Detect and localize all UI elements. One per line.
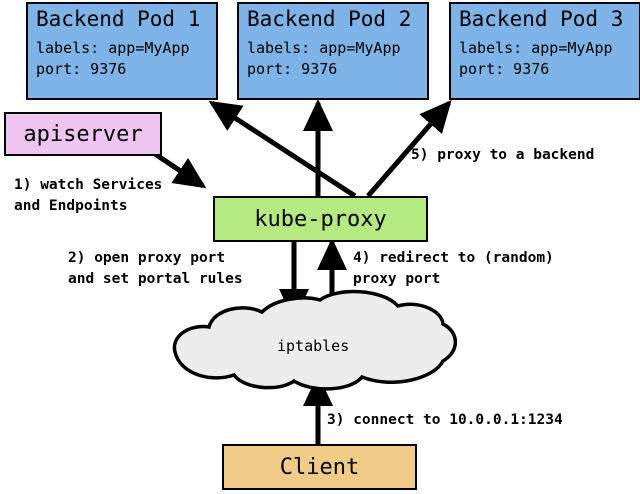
step-1-line-2: and Endpoints	[14, 198, 128, 214]
step-2-line-2: and set portal rules	[68, 271, 243, 287]
backend-pod-1[interactable]: Backend Pod 1 labels: app=MyApp port: 93…	[26, 2, 218, 100]
apiserver-label: apiserver	[23, 121, 143, 147]
step-1-line-1: 1) watch Services	[14, 177, 163, 193]
arrow-kubeproxy-to-pod-3	[366, 99, 452, 198]
arrow-kubeproxy-to-pod-1	[208, 100, 357, 199]
backend-pod-2-labels: labels: app=MyApp	[247, 39, 401, 57]
backend-pod-2-port: port: 9376	[247, 60, 338, 78]
step-4-line-2: proxy port	[353, 271, 441, 287]
backend-pod-3-labels: labels: app=MyApp	[459, 39, 613, 57]
client-node[interactable]: Client	[222, 444, 417, 490]
step-2-line-1: 2) open proxy port	[68, 250, 226, 266]
kube-proxy-label: kube-proxy	[254, 206, 387, 232]
step-4-line-1: 4) redirect to (random)	[353, 250, 554, 266]
step-3-line-1: 3) connect to 10.0.0.1:1234	[327, 412, 563, 428]
step-5-line-1: 5) proxy to a backend	[411, 147, 595, 163]
backend-pod-1-port: port: 9376	[36, 60, 127, 78]
iptables-label: iptables	[277, 337, 350, 355]
apiserver-node[interactable]: apiserver	[4, 112, 162, 156]
backend-pod-1-labels: labels: app=MyApp	[36, 39, 190, 57]
client-label: Client	[279, 454, 360, 480]
backend-pod-3-port: port: 9376	[459, 60, 550, 78]
iptables-cloud	[172, 289, 458, 391]
backend-pod-2-title: Backend Pod 2	[247, 7, 412, 31]
backend-pod-2[interactable]: Backend Pod 2 labels: app=MyApp port: 93…	[237, 2, 429, 100]
backend-pod-3[interactable]: Backend Pod 3 labels: app=MyApp port: 93…	[449, 2, 640, 100]
backend-pod-3-title: Backend Pod 3	[459, 7, 624, 31]
kube-proxy-node[interactable]: kube-proxy	[213, 196, 428, 242]
backend-pod-1-title: Backend Pod 1	[36, 7, 201, 31]
arrow-apiserver-to-kubeproxy	[150, 149, 207, 189]
